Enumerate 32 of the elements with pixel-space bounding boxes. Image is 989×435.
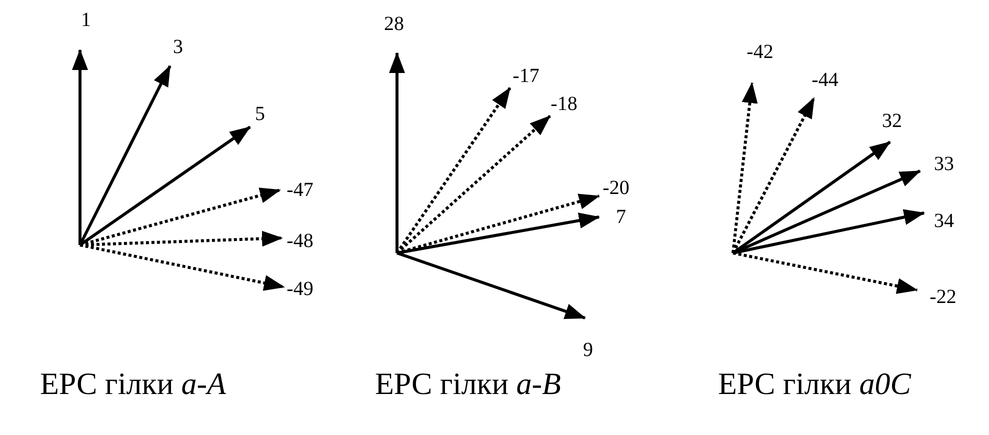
- arrow: [72, 49, 88, 245]
- caption: ЕРС гілки a0C: [718, 368, 911, 399]
- vector-label: -18: [550, 94, 578, 114]
- arrow: [80, 230, 283, 247]
- vector-label: -48: [286, 231, 314, 251]
- vector-label: -44: [812, 70, 838, 90]
- vector-label: -47: [286, 180, 314, 200]
- arrow: [389, 52, 405, 253]
- vector-label: 3: [173, 37, 183, 57]
- arrow: [80, 244, 285, 291]
- vector-label: 1: [81, 10, 91, 30]
- vector-label: 7: [616, 207, 626, 227]
- caption: ЕРС гілки a-B: [375, 368, 561, 399]
- arrow: [732, 252, 918, 294]
- arrow: [396, 252, 586, 320]
- arrow: [732, 209, 925, 254]
- vector-label: -49: [286, 279, 314, 299]
- arrow: [732, 82, 758, 254]
- vector-label: -20: [602, 178, 630, 198]
- vector-label: 32: [882, 111, 902, 131]
- vector-label: 9: [583, 340, 593, 360]
- vector-label: 28: [384, 14, 404, 34]
- arrow: [396, 212, 600, 254]
- vector-label: -17: [512, 66, 540, 86]
- vector-label: -42: [746, 42, 774, 62]
- caption: ЕРС гілки a-A: [40, 368, 226, 399]
- vector-label: 34: [934, 211, 954, 231]
- arrow: [732, 97, 816, 254]
- vector-label: -22: [930, 287, 956, 307]
- arrow: [396, 87, 512, 254]
- vector-label: 33: [934, 154, 954, 174]
- vector-label: 5: [255, 104, 265, 124]
